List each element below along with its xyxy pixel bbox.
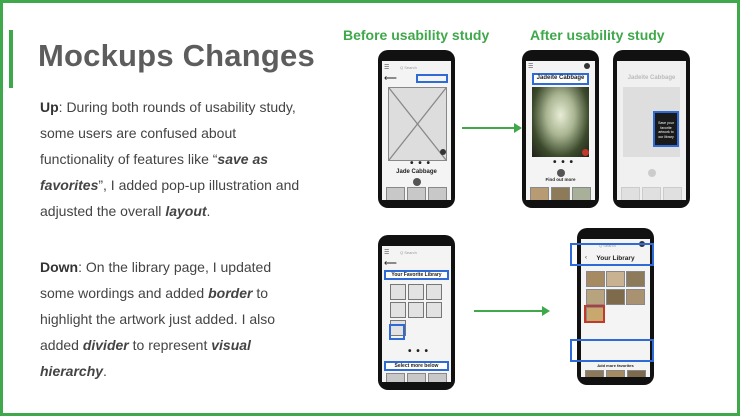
after-heading: After usability study bbox=[530, 27, 665, 43]
accent-bar bbox=[9, 30, 13, 88]
phone-screen: Q Search ☰ ⟵ • • • Jade Cabbage bbox=[382, 61, 451, 200]
thumbnail bbox=[530, 187, 549, 200]
up-label: Up bbox=[40, 99, 59, 115]
library-item bbox=[408, 302, 424, 318]
highlight-new-item bbox=[389, 324, 405, 340]
menu-icon: ☰ bbox=[384, 65, 390, 71]
library-item bbox=[390, 302, 406, 318]
arrow-right-icon bbox=[462, 123, 522, 133]
search-bar-text: Q Search bbox=[400, 65, 417, 70]
pager-dots: • • • bbox=[553, 157, 575, 168]
artwork-title: Jade Cabbage bbox=[396, 169, 437, 175]
phone-screen: ☰ Jadeite Cabbage • • • Find out more bbox=[526, 61, 595, 200]
library-item bbox=[626, 271, 645, 287]
down-emphasis-divider: divider bbox=[82, 337, 129, 353]
down-text-3: to represent bbox=[128, 337, 212, 353]
highlight-box-top bbox=[416, 74, 448, 83]
down-label: Down bbox=[40, 259, 79, 275]
search-bar-text: Q Search bbox=[599, 243, 616, 248]
arrow-right-icon bbox=[474, 306, 550, 316]
phone-after-bottom: Q Search Your Library ‹ Add more favorit… bbox=[577, 228, 654, 385]
favorite-icon bbox=[582, 149, 589, 156]
library-item bbox=[586, 289, 605, 305]
up-text-1: : During both rounds of usability study,… bbox=[40, 99, 296, 167]
thumbnail bbox=[627, 370, 646, 377]
save-popup bbox=[653, 111, 679, 147]
highlight-title-box bbox=[532, 73, 589, 85]
library-header: Your Library bbox=[596, 255, 635, 262]
phone-screen: Jadeite Cabbage Save your favorite artwo… bbox=[617, 61, 686, 200]
up-emphasis-save-as-favorites: save as favorites bbox=[40, 151, 269, 193]
down-text-2: to highlight the artwork just added. I a… bbox=[40, 285, 276, 353]
thumbnail bbox=[663, 187, 682, 200]
select-more-label: Select more below bbox=[394, 363, 439, 369]
info-icon bbox=[413, 178, 421, 186]
thumbnail bbox=[428, 187, 447, 200]
back-arrow-icon: ⟵ bbox=[384, 258, 397, 268]
up-text-2: ”, I added pop-up illustration and adjus… bbox=[40, 177, 300, 219]
up-paragraph: Up: During both rounds of usability stud… bbox=[40, 94, 300, 224]
phone-before-bottom: Q Search ☰ ⟵ Your Favorite Library • • •… bbox=[378, 235, 455, 390]
down-paragraph: Down: On the library page, I updated som… bbox=[40, 254, 300, 384]
highlight-header-box bbox=[384, 270, 449, 280]
phone-after-top-b: Jadeite Cabbage Save your favorite artwo… bbox=[613, 50, 690, 208]
library-header: Your Favorite Library bbox=[391, 272, 442, 278]
favorite-icon bbox=[440, 149, 446, 155]
up-text-3: . bbox=[206, 203, 211, 219]
thumbnail bbox=[585, 370, 604, 377]
library-item bbox=[606, 289, 625, 305]
library-item bbox=[426, 302, 442, 318]
thumbnail bbox=[621, 187, 640, 200]
library-item bbox=[606, 271, 625, 287]
thumbnail bbox=[551, 187, 570, 200]
thumbnail bbox=[386, 187, 405, 200]
menu-icon: ☰ bbox=[528, 64, 534, 70]
up-emphasis-layout: layout bbox=[165, 203, 207, 219]
thumbnail bbox=[428, 373, 447, 382]
profile-icon bbox=[584, 63, 590, 69]
back-chevron-icon: ‹ bbox=[585, 255, 587, 261]
highlight-footer-box bbox=[570, 339, 654, 362]
thumbnail bbox=[572, 187, 591, 200]
artwork-title: Jadeite Cabbage bbox=[536, 75, 585, 81]
highlight-header-box bbox=[570, 243, 654, 266]
thumbnail bbox=[642, 187, 661, 200]
back-arrow-icon: ⟵ bbox=[384, 73, 397, 83]
search-bar-text: Q Search bbox=[400, 250, 417, 255]
thumbnail bbox=[407, 373, 426, 382]
thumbnail bbox=[386, 373, 405, 382]
pager-dots: • • • bbox=[408, 346, 430, 357]
thumbnail bbox=[606, 370, 625, 377]
phone-screen: Q Search Your Library ‹ Add more favorit… bbox=[581, 239, 650, 377]
down-emphasis-visual-hierarchy: visual hierarchy bbox=[40, 337, 251, 379]
new-item-border bbox=[584, 305, 605, 323]
artwork-placeholder bbox=[388, 87, 447, 161]
pager-dots: • • • bbox=[410, 158, 432, 169]
find-out-more-button[interactable]: Find out more bbox=[545, 177, 576, 182]
save-popup-text: Save your favorite artwork to our librar… bbox=[658, 121, 674, 139]
artwork-title: Jadeite Cabbage bbox=[627, 75, 676, 81]
library-item bbox=[408, 284, 424, 300]
info-icon bbox=[648, 169, 656, 177]
phone-screen: Q Search ☰ ⟵ Your Favorite Library • • •… bbox=[382, 246, 451, 382]
before-heading: Before usability study bbox=[343, 27, 490, 43]
library-item bbox=[426, 284, 442, 300]
library-item bbox=[390, 284, 406, 300]
library-item bbox=[626, 289, 645, 305]
add-more-label[interactable]: Add more favorites bbox=[597, 363, 634, 368]
library-item bbox=[586, 271, 605, 287]
highlight-footer-box bbox=[384, 361, 449, 371]
menu-icon: ☰ bbox=[384, 250, 390, 256]
phone-before-top: Q Search ☰ ⟵ • • • Jade Cabbage bbox=[378, 50, 455, 208]
down-text-4: . bbox=[103, 363, 107, 379]
jadeite-cabbage-image bbox=[532, 87, 589, 157]
info-icon bbox=[557, 169, 565, 177]
phone-after-top-a: ☰ Jadeite Cabbage • • • Find out more bbox=[522, 50, 599, 208]
thumbnail bbox=[407, 187, 426, 200]
down-text-1: : On the library page, I updated some wo… bbox=[40, 259, 272, 301]
down-emphasis-border: border bbox=[208, 285, 253, 301]
slide-title: Mockups Changes bbox=[38, 38, 315, 73]
